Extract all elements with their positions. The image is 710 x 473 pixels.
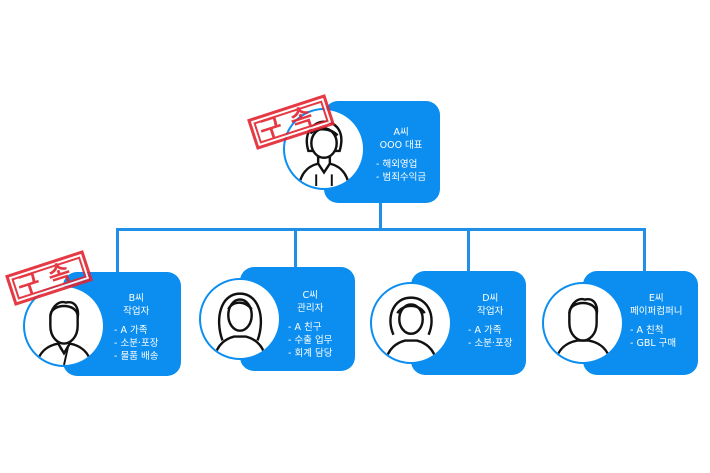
node-e-role: 페이퍼컴퍼니 xyxy=(630,306,683,317)
node-d-text: D씨 작업자 A 가족 소분·포장 xyxy=(468,292,512,350)
node-e-item: GBL 구매 xyxy=(630,337,682,350)
node-c-text: C씨 관리자 A 친구 수출 업무 회계 담당 xyxy=(288,289,332,360)
node-c-role: 관리자 xyxy=(297,303,324,314)
woman-long-hair-avatar-icon xyxy=(199,278,281,360)
connector-b xyxy=(116,228,119,276)
node-a-item: 범죄수익금 xyxy=(376,171,426,184)
node-b-items: A 가족 소분·포장 물품 배송 xyxy=(114,324,158,363)
node-e-item: A 친척 xyxy=(630,324,682,337)
node-b-item: 소분·포장 xyxy=(114,337,158,350)
node-a-items: 해외영업 범죄수익금 xyxy=(376,158,426,184)
node-a-role: OOO 대표 xyxy=(379,140,423,151)
node-c-item: A 친구 xyxy=(288,321,332,334)
node-b-name: B씨 xyxy=(128,293,144,304)
node-d-role: 작업자 xyxy=(477,306,504,317)
node-d-items: A 가족 소분·포장 xyxy=(468,324,512,350)
node-a-item: 해외영업 xyxy=(376,158,426,171)
node-e-items: A 친척 GBL 구매 xyxy=(630,324,682,350)
connector-horizontal xyxy=(116,228,646,231)
man-avatar-icon xyxy=(23,285,105,367)
connector-c xyxy=(294,228,297,276)
node-a-text: A씨 OOO 대표 해외영업 범죄수익금 xyxy=(376,126,427,184)
woman-short-hair-avatar-icon xyxy=(370,282,452,364)
connector-d xyxy=(467,228,470,276)
connector-top-vertical xyxy=(379,200,382,230)
node-d-item: A 가족 xyxy=(468,324,512,337)
man-avatar-icon xyxy=(542,282,624,364)
node-c-item: 회계 담당 xyxy=(288,347,332,360)
node-c-items: A 친구 수출 업무 회계 담당 xyxy=(288,321,332,360)
node-d-item: 소분·포장 xyxy=(468,337,512,350)
woman-avatar-icon xyxy=(283,108,365,190)
node-e-text: E씨 페이퍼컴퍼니 A 친척 GBL 구매 xyxy=(630,292,682,350)
node-d-name: D씨 xyxy=(482,293,499,304)
node-c-name: C씨 xyxy=(302,290,318,301)
node-c-item: 수출 업무 xyxy=(288,334,332,347)
node-b-item: 물품 배송 xyxy=(114,350,158,363)
node-b-role: 작업자 xyxy=(123,306,150,317)
node-b-text: B씨 작업자 A 가족 소분·포장 물품 배송 xyxy=(114,292,158,363)
connector-e xyxy=(643,228,646,276)
node-b-item: A 가족 xyxy=(114,324,158,337)
node-e-name: E씨 xyxy=(648,293,664,304)
node-a-name: A씨 xyxy=(393,127,409,138)
